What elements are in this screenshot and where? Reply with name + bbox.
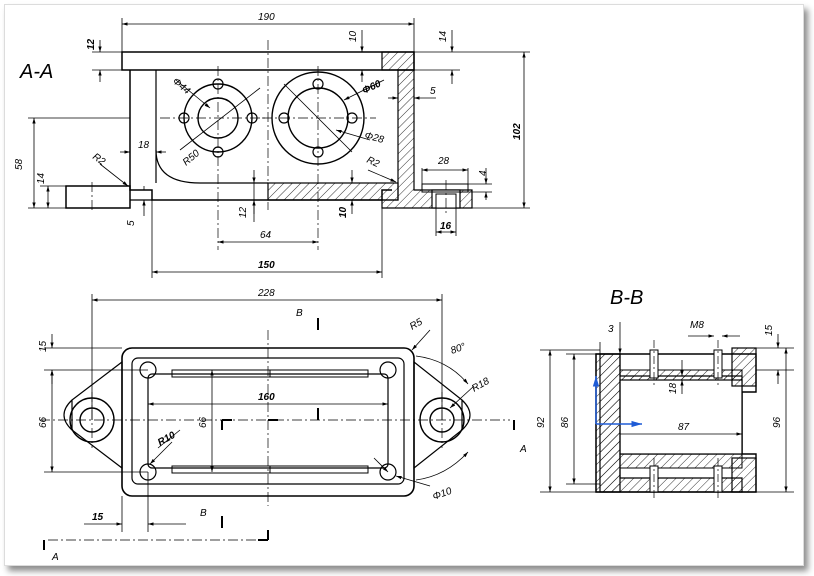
dim-190: 190 — [258, 12, 275, 23]
dim-m8: M8 — [690, 320, 704, 331]
dim-10-top: 10 — [348, 30, 359, 42]
dim-r50: R50 — [181, 148, 202, 169]
dim-r2-left: R2 — [90, 151, 107, 168]
dim-64: 64 — [260, 230, 272, 241]
dim-28-right: 28 — [437, 156, 450, 167]
dim-5-right: 5 — [430, 86, 436, 97]
angle-80: 80° — [449, 341, 467, 357]
bb-labels: B-B 3 M8 15 18 92 86 87 96 — [536, 287, 783, 433]
dim-150: 150 — [258, 260, 275, 271]
dim-dia-44: Φ44 — [170, 76, 192, 97]
dim-96: 96 — [772, 416, 783, 428]
dim-dia-10: Φ10 — [431, 486, 453, 503]
cut-b-bottom: B — [200, 508, 207, 519]
dim-r10: R10 — [156, 430, 178, 449]
dim-66-inner: 66 — [198, 416, 209, 428]
dim-66-left: 66 — [38, 416, 49, 428]
dim-12-bottom: 12 — [238, 206, 249, 218]
dim-16: 16 — [440, 221, 452, 232]
dim-160: 160 — [258, 392, 275, 403]
dim-r18: R18 — [470, 376, 492, 395]
cut-b-top: B — [296, 308, 303, 319]
cut-a-bottom: A — [51, 552, 59, 563]
dim-15-bottom: 15 — [92, 512, 104, 523]
cut-a-right: A — [519, 444, 527, 455]
dim-r2-right: R2 — [365, 155, 382, 171]
dim-18-bb: 18 — [668, 382, 679, 394]
dim-14-top: 14 — [438, 30, 449, 42]
section-aa-view — [28, 18, 530, 278]
dim-86: 86 — [560, 416, 571, 428]
dim-102: 102 — [512, 123, 523, 140]
dim-18: 18 — [138, 140, 150, 151]
dim-15-bb: 15 — [764, 324, 775, 336]
dim-10-bottom: 10 — [338, 206, 349, 218]
dim-r5: R5 — [408, 316, 425, 332]
section-aa-title: A-A — [19, 61, 53, 83]
dim-228: 228 — [257, 288, 275, 299]
dim-3: 3 — [608, 324, 614, 335]
dim-dia-60: Φ60 — [361, 78, 384, 96]
dim-14-left: 14 — [36, 172, 47, 184]
plan-view — [40, 294, 515, 550]
dim-12-top: 12 — [86, 38, 97, 50]
dim-4: 4 — [478, 170, 489, 176]
dim-92: 92 — [536, 416, 547, 428]
dim-5-bottom: 5 — [126, 220, 137, 226]
section-bb-view — [540, 322, 794, 500]
dim-dia-28: Φ28 — [363, 130, 385, 146]
dim-87: 87 — [678, 422, 690, 433]
dim-58: 58 — [14, 158, 25, 170]
section-bb-title: B-B — [610, 287, 643, 309]
plan-labels: 228 15 66 160 66 R5 80° R18 R10 Φ10 15 B… — [38, 288, 527, 563]
dim-15-left: 15 — [38, 340, 49, 352]
